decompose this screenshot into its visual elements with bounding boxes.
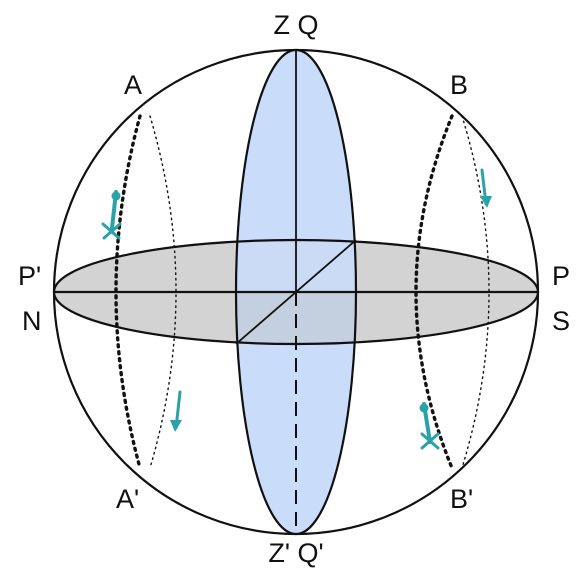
left-small-circle-back [149, 115, 177, 469]
label-left-lower: N [22, 306, 42, 336]
label-right-lower: S [552, 306, 570, 336]
left-small-circle-front [114, 114, 142, 470]
teal-arrow-icon [419, 402, 440, 450]
label-a: A [124, 70, 142, 100]
right-small-circle-back [461, 115, 490, 469]
label-top: Z Q [274, 10, 319, 40]
label-left-upper: P' [18, 261, 41, 291]
label-b: B [450, 70, 468, 100]
label-b-prime: B' [450, 484, 473, 514]
teal-arrow-icon [101, 190, 122, 240]
teal-arrow-icon [480, 168, 492, 208]
label-bottom: Z' Q' [268, 538, 323, 568]
right-small-circle-front [414, 114, 454, 470]
label-a-prime: A' [116, 484, 139, 514]
label-right-upper: P [552, 261, 570, 291]
diagonal-axis [235, 239, 357, 345]
teal-arrow-icon [170, 390, 182, 432]
